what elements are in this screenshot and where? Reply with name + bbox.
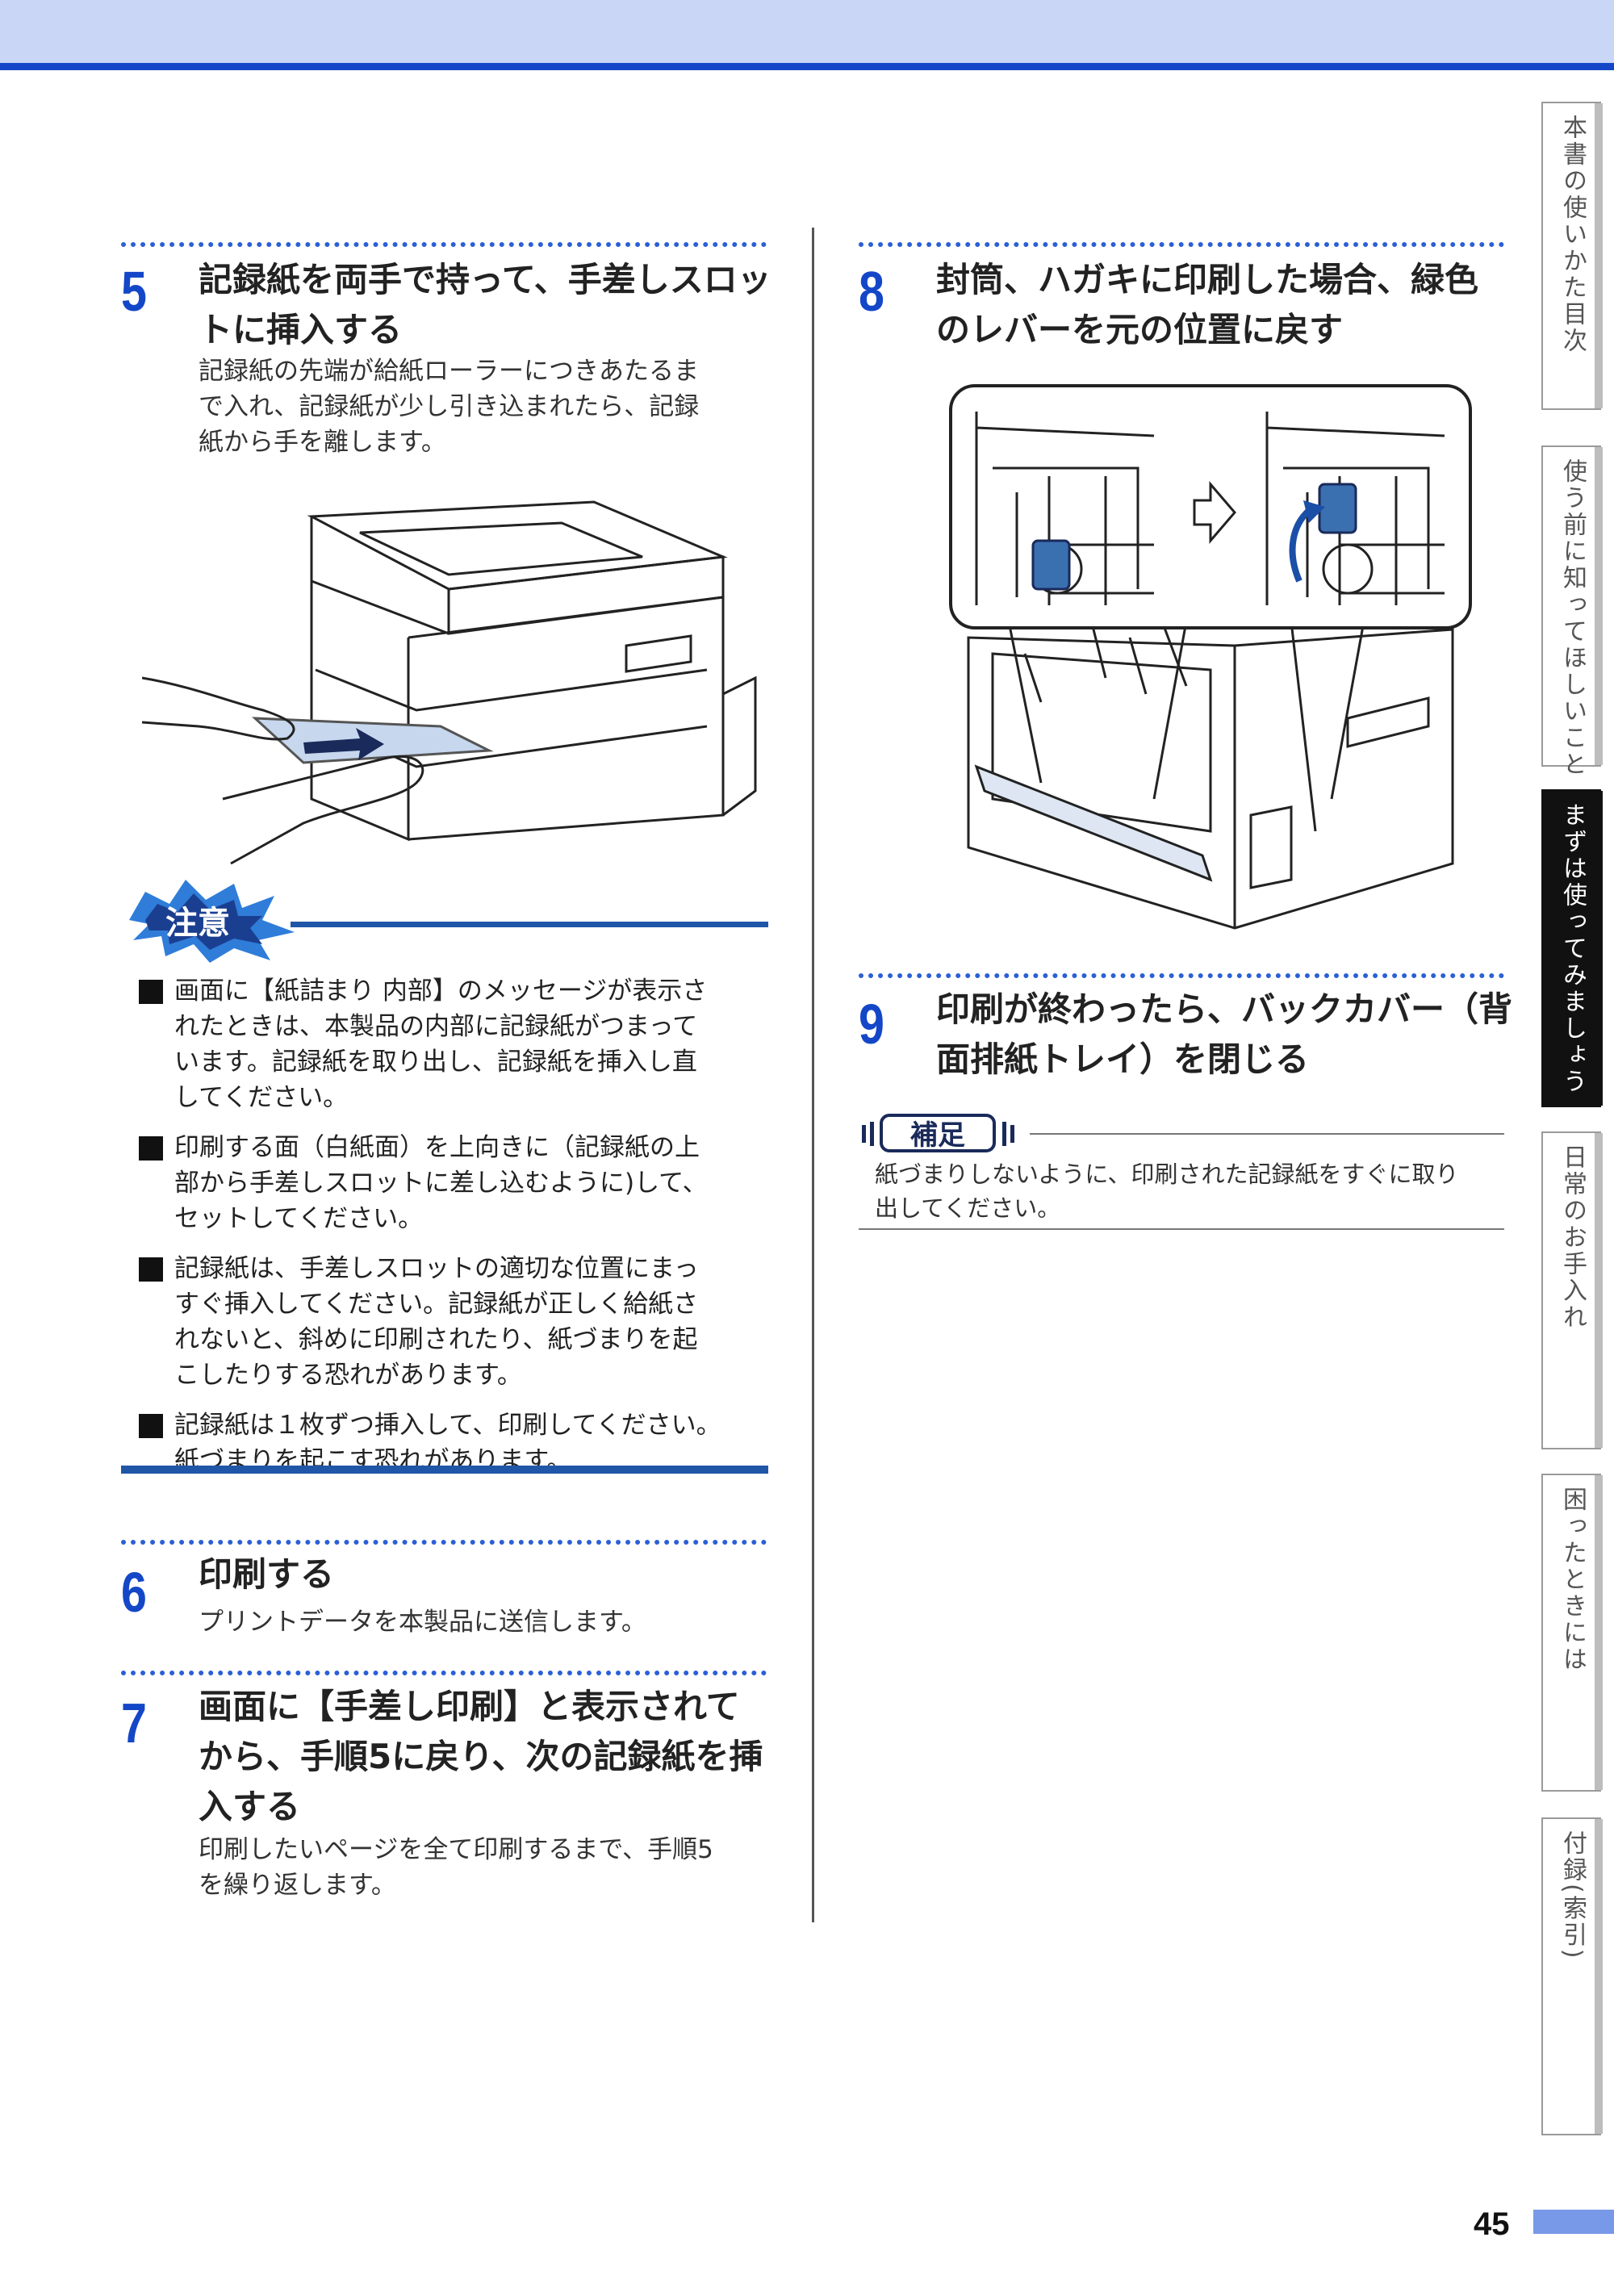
step-number: 8 xyxy=(859,260,884,323)
step-title: 画面に【手差し印刷】と表示されてから、手順5に戻り、次の記録紙を挿入する xyxy=(199,1687,763,1826)
step-number: 5 xyxy=(121,260,147,323)
supplement-text: 紙づまりしないように、印刷された記録紙をすぐに取り出してください。 xyxy=(875,1161,1459,1222)
lever-up xyxy=(1318,483,1357,534)
caution-item: 記録紙は、手差しスロットの適切な位置にまっすぐ挿入してください。記録紙が正しく給… xyxy=(139,1251,768,1393)
side-tab-try-it[interactable]: まずは使ってみましょう xyxy=(1541,789,1603,1107)
step-number: 9 xyxy=(859,993,884,1056)
step-number: 7 xyxy=(121,1692,147,1754)
caution-bottom-rule xyxy=(121,1466,768,1474)
supplement-badge-icon: 補足 xyxy=(862,1114,1014,1152)
page-number: 45 xyxy=(1474,2206,1510,2242)
side-tab-contents[interactable]: 本書の使いかた目次 xyxy=(1541,102,1603,410)
svg-text:補足: 補足 xyxy=(910,1119,965,1152)
page-number-bar xyxy=(1533,2210,1614,2234)
step-title: 記録紙を両手で持って、手差しスロットに挿入する xyxy=(199,260,771,349)
column-divider xyxy=(812,228,814,1922)
lever-down xyxy=(1031,539,1071,591)
caution-list: 画面に【紙詰まり 内部】のメッセージが表示されたときは、本製品の内部に記録紙がつ… xyxy=(139,973,768,1493)
step-separator xyxy=(859,242,1504,247)
caution-badge-icon: 注意 xyxy=(129,880,295,963)
side-tab-before-use[interactable]: 使う前に知ってほしいこと xyxy=(1541,445,1603,778)
step-separator xyxy=(121,1540,767,1545)
side-tab-troubleshooting[interactable]: 困ったときには xyxy=(1541,1474,1603,1792)
manual-feed-illustration xyxy=(142,500,757,865)
step-body: プリントデータを本製品に送信します。 xyxy=(199,1608,646,1637)
step-number: 6 xyxy=(121,1561,147,1624)
side-tab-maintenance[interactable]: 日常のお手入れ xyxy=(1541,1131,1603,1449)
step-separator xyxy=(121,1671,767,1675)
caution-top-rule xyxy=(291,922,768,927)
supplement-rule-top xyxy=(1030,1133,1504,1135)
supplement-rule-bottom xyxy=(859,1228,1504,1230)
lever-reset-illustration xyxy=(949,384,1472,930)
step-title: 印刷する xyxy=(199,1554,335,1594)
header-rule xyxy=(0,63,1614,70)
step-title: 封筒、ハガキに印刷した場合、緑色のレバーを元の位置に戻す xyxy=(936,260,1479,349)
caution-item: 画面に【紙詰まり 内部】のメッセージが表示されたときは、本製品の内部に記録紙がつ… xyxy=(139,973,768,1115)
step-separator xyxy=(121,242,767,247)
step-separator xyxy=(859,973,1504,978)
step-title: 印刷が終わったら、バックカバー（背面排紙トレイ）を閉じる xyxy=(936,989,1513,1079)
step-body: 記録紙の先端が給紙ローラーにつきあたるまで入れ、記録紙が少し引き込まれたら、記録… xyxy=(199,357,700,457)
svg-text:注意: 注意 xyxy=(165,905,230,942)
header-band xyxy=(0,0,1614,63)
caution-item: 印刷する面（白紙面）を上向きに（記録紙の上部から手差しスロットに差し込むように)… xyxy=(139,1130,768,1236)
side-tab-appendix[interactable]: 付録(索引) xyxy=(1541,1817,1603,2135)
